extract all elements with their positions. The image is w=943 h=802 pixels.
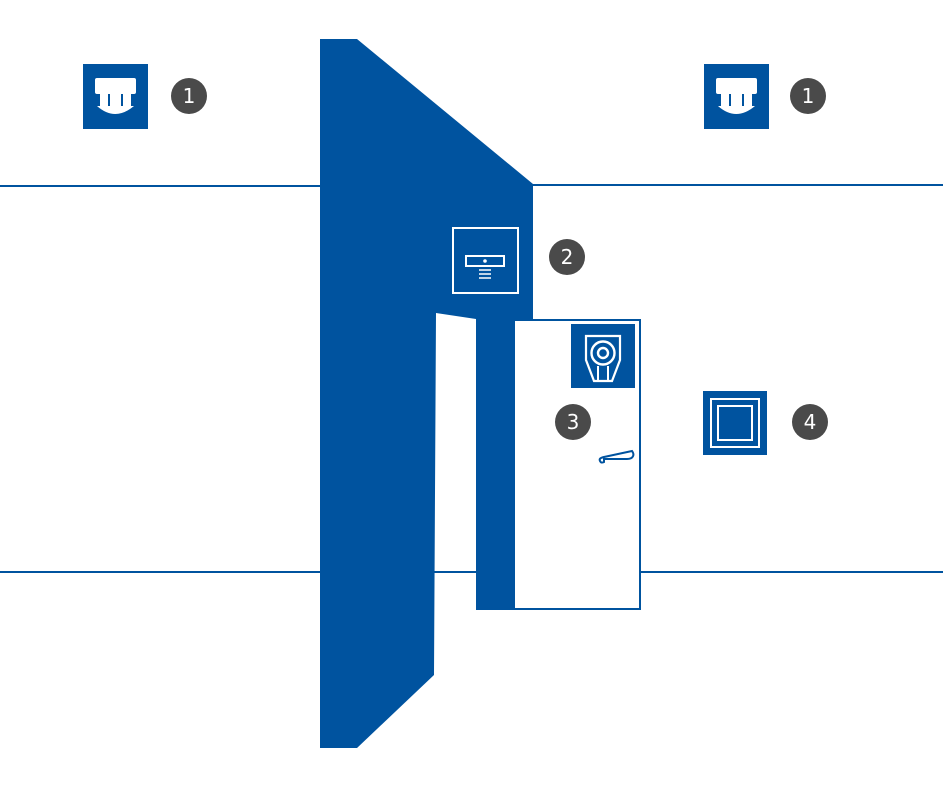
door-lock-icon[interactable] (571, 324, 635, 388)
svg-text:4: 4 (804, 410, 817, 434)
door-sensor-icon[interactable] (452, 227, 519, 294)
smoke-detector-icon[interactable] (83, 64, 148, 129)
svg-text:2: 2 (561, 245, 574, 269)
svg-text:3: 3 (567, 410, 580, 434)
smoke-detector-icon[interactable] (704, 64, 769, 129)
square-device-icon[interactable] (703, 391, 767, 455)
door-frame (476, 319, 514, 610)
svg-text:1: 1 (802, 84, 815, 108)
badge-door-lock: 3 (555, 404, 591, 440)
svg-text:1: 1 (183, 84, 196, 108)
badge-smoke-detector-left: 1 (171, 78, 207, 114)
door-handle (598, 449, 635, 464)
badge-smoke-detector-right: 1 (790, 78, 826, 114)
badge-square-device: 4 (792, 404, 828, 440)
badge-door-sensor: 2 (549, 239, 585, 275)
